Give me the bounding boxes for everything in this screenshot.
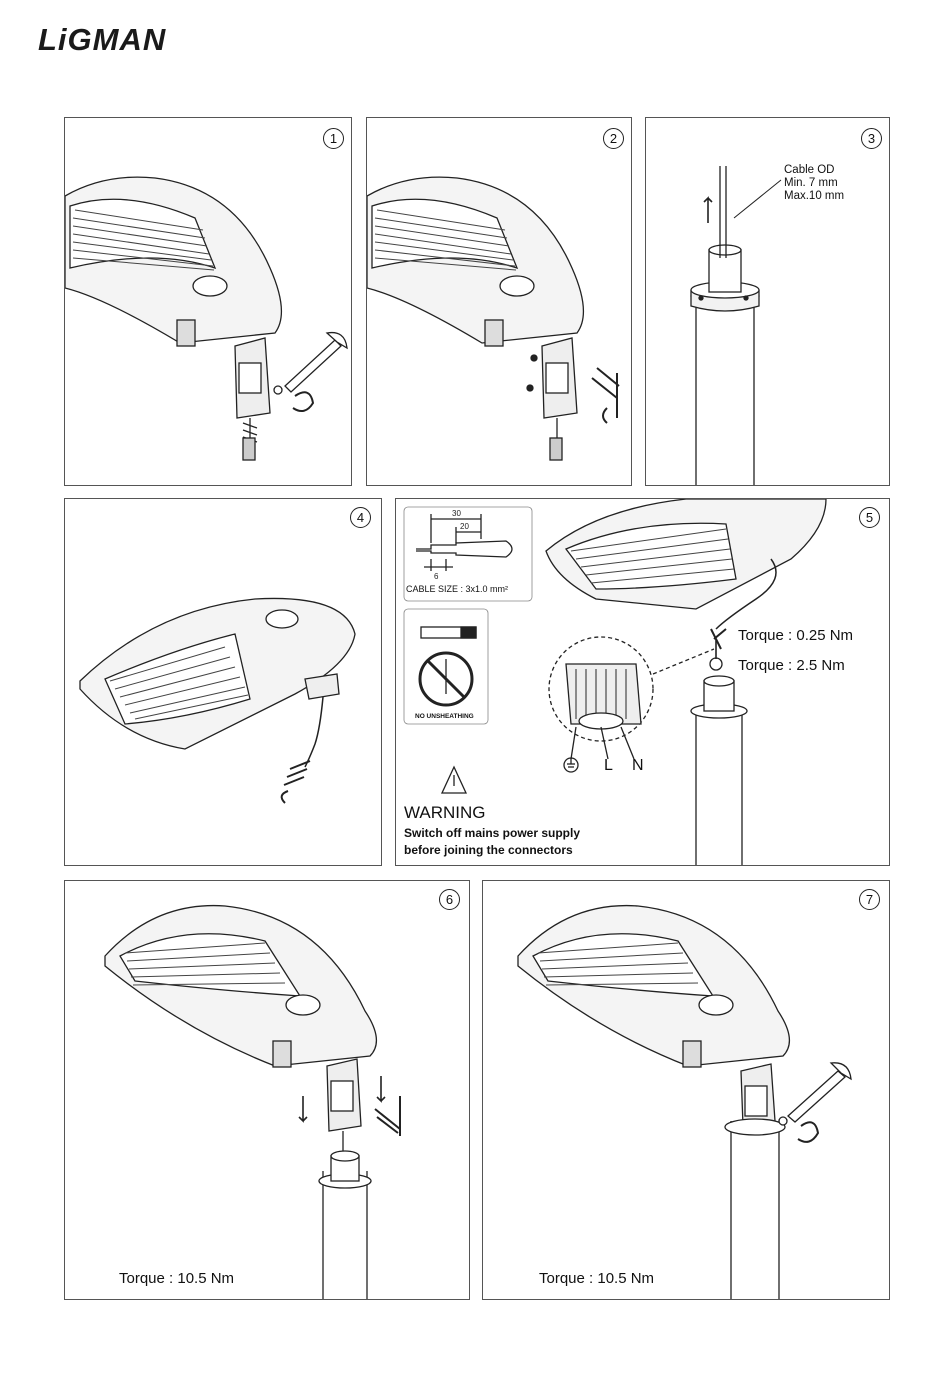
step-number-badge: 6	[439, 889, 460, 910]
step-7-panel: 7 Torque : 10.5 Nm	[482, 880, 890, 1300]
dim-6-label: 6	[434, 572, 439, 581]
warning-line-2: before joining the connectors	[404, 844, 573, 857]
cable-od-title: Cable OD	[784, 164, 844, 177]
dim-20-label: 20	[460, 522, 469, 531]
step-1-panel: 1	[64, 117, 352, 486]
step-5-panel: 30 20 6 5 CABLE SIZE : 3x1.0 mm² NO UNSH…	[395, 498, 890, 866]
warning-title: WARNING	[404, 803, 486, 823]
step-7-illustration	[483, 881, 889, 1299]
step-4-illustration	[65, 499, 381, 865]
terminal-n-label: N	[632, 757, 644, 775]
terminal-l-label: L	[604, 757, 613, 775]
step-3-panel: 3 Cable OD Min. 7 mm Max.10 mm	[645, 117, 890, 486]
step-2-illustration	[367, 118, 631, 485]
step-number-badge: 7	[859, 889, 880, 910]
step-number-badge: 3	[861, 128, 882, 149]
brand-logo: LiGMAN	[38, 22, 166, 58]
step-number-badge: 4	[350, 507, 371, 528]
torque-025-label: Torque : 0.25 Nm	[738, 627, 853, 644]
torque-label: Torque : 10.5 Nm	[539, 1270, 654, 1287]
cable-od-label: Cable OD Min. 7 mm Max.10 mm	[784, 164, 844, 203]
no-unsheathing-label: NO UNSHEATHING	[415, 713, 474, 720]
step-3-illustration	[646, 118, 889, 485]
step-6-illustration	[65, 881, 469, 1299]
torque-label: Torque : 10.5 Nm	[119, 1270, 234, 1287]
warning-line-1: Switch off mains power supply	[404, 827, 580, 840]
step-4-panel: 4	[64, 498, 382, 866]
step-2-panel: 2	[366, 117, 632, 486]
torque-25-label: Torque : 2.5 Nm	[738, 657, 845, 674]
cable-size-label: CABLE SIZE : 3x1.0 mm²	[406, 584, 508, 594]
step-1-illustration	[65, 118, 351, 485]
step-number-badge: 1	[323, 128, 344, 149]
step-6-panel: 6 Torque : 10.5 Nm	[64, 880, 470, 1300]
step-number-badge: 2	[603, 128, 624, 149]
dim-30-label: 30	[452, 509, 461, 518]
cable-od-min: Min. 7 mm	[784, 177, 844, 190]
cable-od-max: Max.10 mm	[784, 190, 844, 203]
step-number-badge: 5	[859, 507, 880, 528]
